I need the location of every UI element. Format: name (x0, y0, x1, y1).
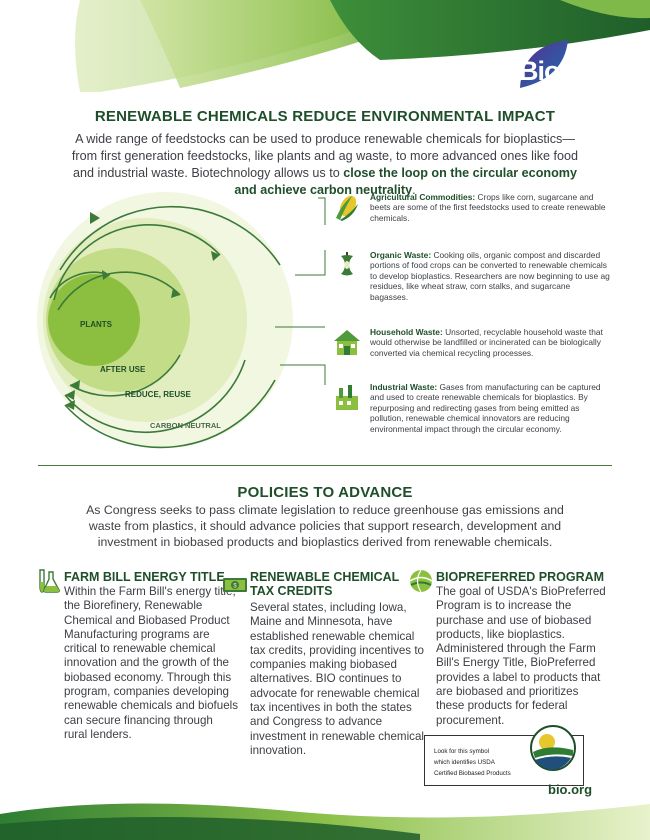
top-banner (0, 0, 650, 92)
footer-url-link[interactable]: bio.org (548, 782, 593, 797)
money-icon: $ (223, 578, 247, 592)
policy-title-farm-bill: FARM BILL ENERGY TITLE (64, 570, 225, 584)
bio-logo[interactable] (518, 38, 570, 90)
ring-label-reduce-reuse: REDUCE, REUSE (125, 390, 191, 399)
policy-text-tax-credits: Several states, including Iowa, Maine an… (250, 601, 424, 757)
house-icon (334, 330, 360, 355)
feedstock-list: Agricultural Commodities: Crops like cor… (320, 192, 620, 452)
factory-icon (336, 385, 358, 410)
seal-caption: Look for this symbol which identifies US… (434, 748, 511, 777)
bottom-banner (0, 794, 650, 840)
connector-lines (275, 197, 326, 385)
policies-intro: As Congress seeks to pass climate legisl… (86, 503, 564, 549)
ring-plants (48, 274, 140, 366)
apple-core-icon (341, 252, 353, 276)
intro-paragraph: A wide range of feedstocks can be used t… (71, 132, 579, 197)
policy-text-farm-bill: Within the Farm Bill's energy title, the… (64, 585, 239, 741)
circular-economy-diagram: PLANTS AFTER USE REDUCE, REUSE CARBON NE… (30, 190, 330, 450)
corn-icon (336, 195, 358, 221)
policy-title-biopreferred: BIOPREFERRED PROGRAM (436, 570, 605, 584)
policies-title: POLICIES TO ADVANCE (237, 484, 413, 501)
page-title: RENEWABLE CHEMICALS REDUCE ENVIRONMENTAL… (94, 108, 556, 125)
ring-label-after-use: AFTER USE (100, 365, 146, 374)
usda-seal-box: Look for this symbol which identifies US… (424, 725, 584, 786)
section-divider (38, 465, 612, 466)
policy-title-tax-credits: RENEWABLE CHEMICAL TAX CREDITS (250, 570, 400, 598)
ring-label-carbon-neutral: CARBON NEUTRAL (150, 421, 221, 430)
logo-text: Bio (519, 56, 560, 86)
usda-biobased-seal-icon (530, 725, 576, 771)
flask-icon (39, 569, 60, 593)
globe-icon (409, 569, 433, 593)
policy-text-biopreferred: The goal of USDA's BioPreferred Program … (436, 585, 606, 727)
ring-label-plants: PLANTS (80, 320, 113, 329)
svg-text:$: $ (233, 584, 237, 590)
